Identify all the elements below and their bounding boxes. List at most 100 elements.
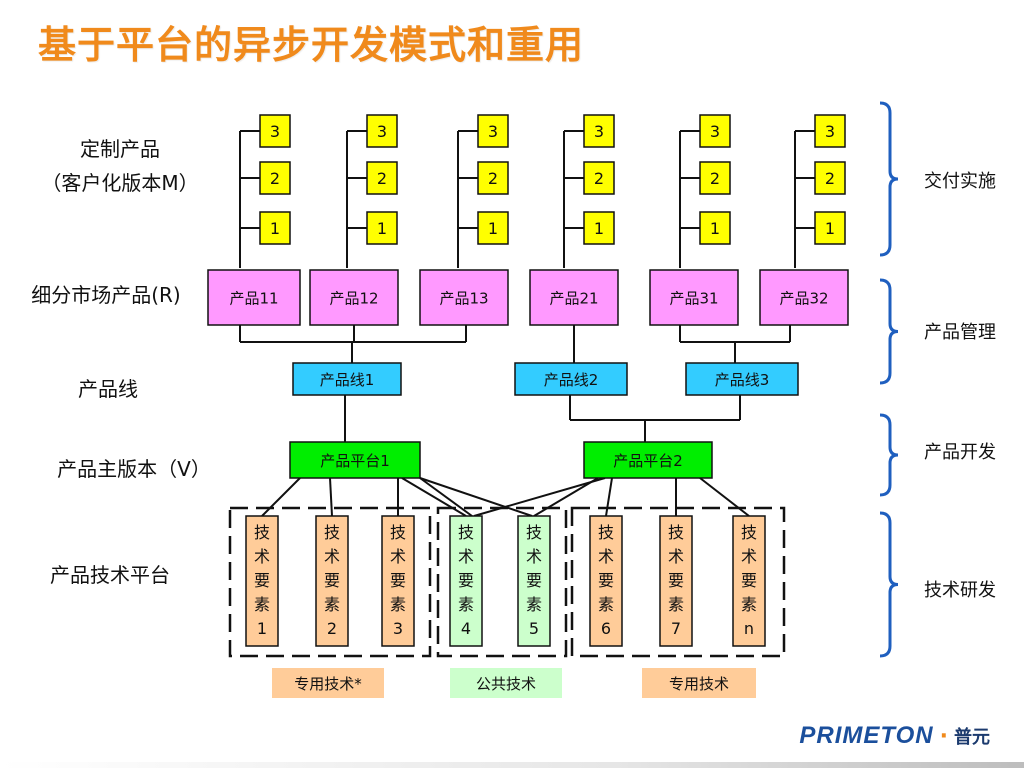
label-tech-platform: 产品技术平台 [50, 563, 170, 587]
slide-title: 基于平台的异步开发模式和重用 [38, 23, 585, 67]
version-box [699, 114, 731, 148]
version-box-label: 3 [710, 122, 720, 141]
tech-element-char: 术 [390, 547, 406, 566]
product-line-box [292, 362, 402, 396]
tech-element-char: 2 [327, 619, 337, 638]
tech-element-char: 技 [254, 523, 270, 542]
version-box-label: 1 [594, 219, 604, 238]
version-box [477, 211, 509, 245]
label-tech-research: 技术研发 [924, 580, 996, 601]
version-box [366, 161, 398, 195]
platform-box-label: 产品平台1 [320, 452, 390, 470]
tech-element-char: 要 [390, 571, 406, 590]
tech-element-char: 技 [458, 523, 474, 542]
version-box [814, 114, 846, 148]
version-box-label: 2 [594, 169, 604, 188]
tech-element-char: 技 [324, 523, 340, 542]
tech-element-char: 素 [526, 595, 542, 614]
tech-element-char: 术 [254, 547, 270, 566]
connector-line [473, 477, 606, 517]
tech-element-char: 技 [741, 523, 757, 542]
label-main-version: 产品主版本（V） [57, 457, 211, 481]
product-box [207, 269, 301, 326]
label-common-tech: 公共技术 [476, 675, 536, 693]
product-box-label: 产品13 [439, 290, 488, 308]
product-box [529, 269, 619, 326]
version-box [259, 114, 291, 148]
connector-line [419, 477, 473, 517]
connector-line [533, 477, 599, 517]
version-box [814, 161, 846, 195]
footer-bar [0, 762, 1024, 768]
tech-element-char: 要 [598, 571, 614, 590]
logo-chinese: 普元 [954, 727, 990, 748]
version-box-label: 3 [270, 122, 280, 141]
tech-element-box [381, 515, 415, 647]
version-box [259, 211, 291, 245]
connector-line [699, 477, 750, 517]
tech-element-char: 术 [324, 547, 340, 566]
tech-element-box [659, 515, 693, 647]
product-line-box [514, 362, 628, 396]
tech-element-char: 素 [598, 595, 614, 614]
label-custom-version: （客户化版本M） [41, 171, 198, 195]
connector-lines [239, 130, 815, 517]
version-box-label: 1 [270, 219, 280, 238]
tech-element-char: 素 [390, 595, 406, 614]
tech-element-char: 术 [598, 547, 614, 566]
tech-element-char: 1 [257, 619, 267, 638]
tech-group-frame [436, 506, 568, 658]
tech-group-frames [228, 506, 786, 658]
tech-element-char: 素 [458, 595, 474, 614]
version-box-label: 3 [377, 122, 387, 141]
brace-icon [879, 511, 899, 658]
label-product-line: 产品线 [78, 377, 138, 401]
tech-element-char: 4 [461, 619, 471, 638]
tech-element-char: 要 [668, 571, 684, 590]
label-delivery: 交付实施 [924, 171, 996, 192]
version-box [699, 161, 731, 195]
version-box-label: 2 [377, 169, 387, 188]
product-box-label: 产品21 [549, 290, 598, 308]
product-line-box-label: 产品线1 [320, 371, 375, 389]
version-box [366, 211, 398, 245]
tech-element-box [589, 515, 623, 647]
tech-element-char: 素 [668, 595, 684, 614]
tech-element-char: 7 [671, 619, 681, 638]
version-box [814, 211, 846, 245]
product-box [419, 269, 509, 326]
tech-element-box [245, 515, 279, 647]
tech-element-char: 要 [458, 571, 474, 590]
tech-element-char: 素 [254, 595, 270, 614]
version-box [583, 161, 615, 195]
tech-element-char: 素 [741, 595, 757, 614]
tech-element-char: 术 [741, 547, 757, 566]
tech-element-char: n [744, 619, 754, 638]
tech-element-char: 素 [324, 595, 340, 614]
connector-line [419, 477, 533, 517]
label-dedicated-star-bg [272, 668, 384, 698]
tech-element-char: 要 [324, 571, 340, 590]
version-box-label: 3 [594, 122, 604, 141]
version-box-label: 1 [710, 219, 720, 238]
tech-element-box [732, 515, 766, 647]
tech-element-box [449, 515, 483, 647]
tech-element-char: 6 [601, 619, 611, 638]
label-dedicated-tech: 专用技术 [669, 675, 729, 693]
tech-element-char: 术 [668, 547, 684, 566]
version-box-label: 2 [710, 169, 720, 188]
platform-box [583, 441, 713, 479]
version-box [477, 161, 509, 195]
label-dedicated-star: 专用技术* [294, 675, 362, 693]
version-box-label: 1 [488, 219, 498, 238]
connector-line [329, 477, 333, 517]
label-dedicated-tech-bg [642, 668, 756, 698]
product-box [649, 269, 739, 326]
tech-element-char: 3 [393, 619, 403, 638]
tech-element-char: 技 [668, 523, 684, 542]
tech-element-char: 5 [529, 619, 539, 638]
tech-element-char: 术 [526, 547, 542, 566]
label-segment-product: 细分市场产品(R) [31, 283, 181, 307]
logo-separator: · [939, 723, 948, 749]
